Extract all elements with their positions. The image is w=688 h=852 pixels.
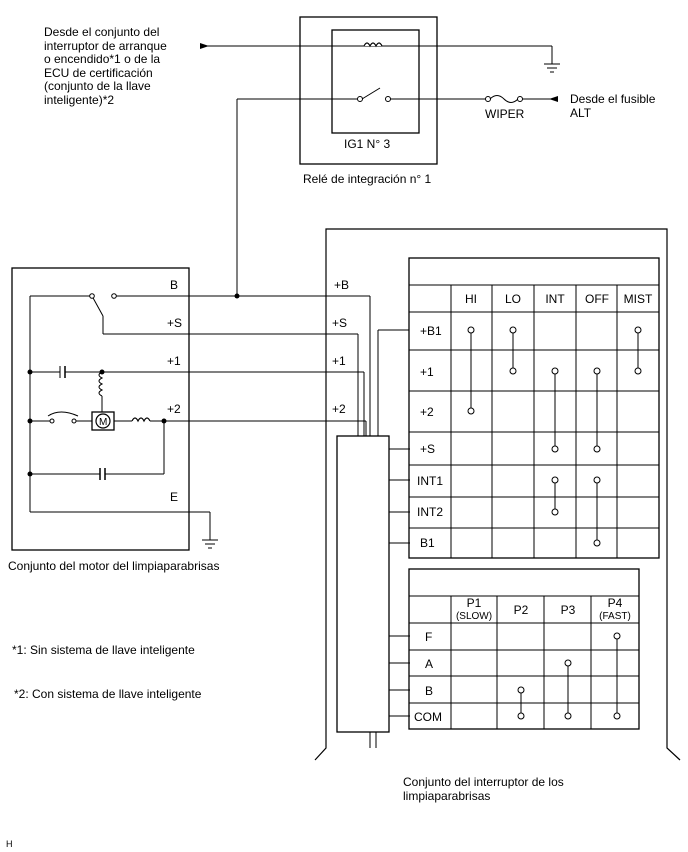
breaker-arc [47,411,79,417]
col-header: HI [465,292,477,306]
int-row-label: A [425,657,433,671]
row-label: +2 [420,405,434,419]
corner-mark: H [6,839,13,849]
continuity-marks [467,326,642,547]
int-col-header: P4 [608,596,623,610]
int-col-header: P3 [561,603,576,617]
motor-terminal-2: +2 [167,402,181,416]
fuse-label: WIPER [485,107,525,121]
relay-inner-box [331,29,420,134]
int-col-sub: (SLOW) [456,611,492,622]
col-header: LO [505,292,521,306]
row-label: +B1 [420,324,442,338]
switch-control-block [336,435,390,733]
main-switch-table [408,257,660,559]
ground-icon [202,539,218,549]
motor-coil-2 [131,417,151,423]
note-2: *2: Con sistema de llave inteligente [14,687,202,701]
input-arrow [200,43,209,49]
motor-coil-1 [98,371,104,397]
int-col-header: P1 [467,596,482,610]
col-header: MIST [624,292,653,306]
motor-terminal-e: E [170,490,178,504]
relay-caption: Relé de integración n° 1 [303,172,432,186]
int-col-header: P2 [514,603,529,617]
alt-arrow [549,96,558,102]
motor-switch [91,295,104,317]
relay-coil [363,42,383,48]
row-label: B1 [420,536,435,550]
row-label: +1 [420,365,434,379]
ground-icon [544,63,560,73]
relay-inner-label: IG1 N° 3 [344,137,390,151]
switch-terminal-1: +1 [332,354,346,368]
note-1: *1: Sin sistema de llave inteligente [12,643,195,657]
row-label: INT2 [417,505,443,519]
switch-terminal-b: +B [334,278,349,292]
int-row-label: COM [414,710,442,724]
switch-terminal-2: +2 [332,402,346,416]
source-right-label: Desde el fusible ALT [570,92,656,120]
int-continuity-marks [517,632,621,720]
row-label: +S [420,442,435,456]
switch-terminal-s: +S [332,316,347,330]
fuse-icon [489,95,519,103]
int-col-sub: (FAST) [599,611,631,622]
motor-caption: Conjunto del motor del limpiaparabrisas [8,559,219,573]
switch-assembly-outline [314,228,681,761]
switch-caption: Conjunto del interruptor de los limpiapa… [403,775,564,803]
source-top-label: Desde el conjunto del interruptor de arr… [44,25,167,107]
int-row-label: B [425,684,433,698]
motor-terminal-s: +S [167,316,182,330]
motor-symbol: M [99,417,107,428]
col-header: INT [545,292,565,306]
col-header: OFF [585,292,609,306]
motor-terminal-b: B [170,278,178,292]
motor-terminal-1: +1 [167,354,181,368]
motor-box [11,267,190,551]
row-label: INT1 [417,474,443,488]
int-row-label: F [425,630,432,644]
int-switch-table [408,568,640,730]
relay-switch-contact [361,87,381,100]
